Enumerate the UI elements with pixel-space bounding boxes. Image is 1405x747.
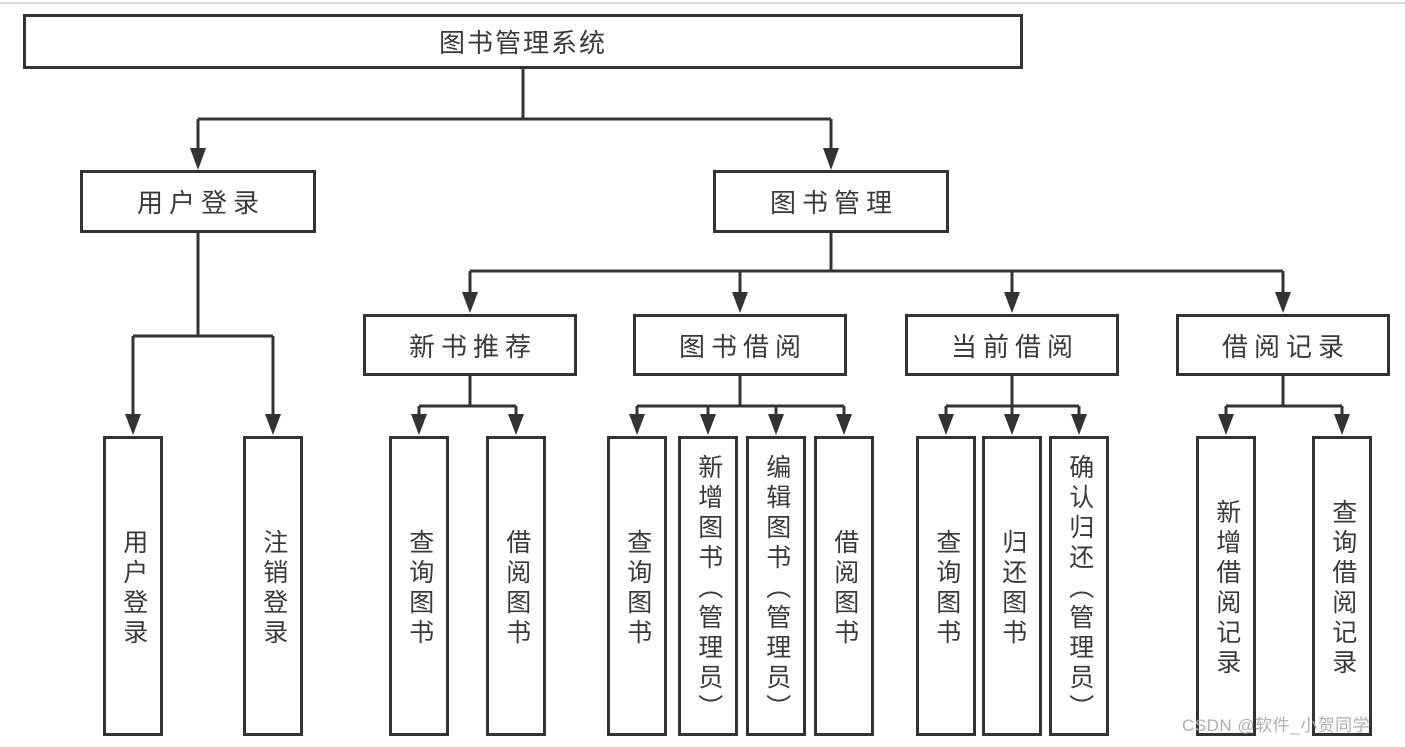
node-label: 当前借阅 — [950, 331, 1079, 362]
csdn-watermark: CSDN @软件_小贺同学 — [1182, 716, 1371, 735]
node-label: 查询图书 — [405, 528, 434, 649]
node-label: 注销登录 — [259, 528, 288, 649]
leaf-query-books-recommend: 查询图书 — [389, 436, 449, 736]
leaf-add-borrow-record: 新增借阅记录 — [1196, 436, 1256, 736]
node-label: 查询图书 — [932, 528, 961, 649]
leaf-query-books-current: 查询图书 — [916, 436, 976, 736]
node-library-management-system: 图书管理系统 — [23, 14, 1023, 69]
node-label: 新增借阅记录 — [1212, 498, 1241, 679]
leaf-add-books-admin: 新增图书（管理员） — [678, 436, 738, 736]
leaf-return-books: 归还图书 — [982, 436, 1042, 736]
leaf-logout: 注销登录 — [243, 436, 303, 736]
leaf-borrow-books: 借阅图书 — [814, 436, 874, 736]
node-label: 图书借阅 — [678, 331, 807, 362]
node-book-borrow: 图书借阅 — [633, 314, 847, 376]
node-current-borrow: 当前借阅 — [905, 314, 1119, 376]
node-label: 图书管理系统 — [438, 28, 607, 58]
node-label: 新书推荐 — [408, 331, 537, 362]
node-label: 图书管理 — [769, 188, 898, 218]
node-label: 查询借阅记录 — [1328, 498, 1357, 679]
node-label: 查询图书 — [623, 528, 652, 649]
node-borrow-records: 借阅记录 — [1176, 314, 1390, 376]
node-label: 借阅记录 — [1221, 331, 1350, 362]
leaf-edit-books-admin: 编辑图书（管理员） — [746, 436, 806, 736]
node-label: 新增图书（管理员） — [694, 453, 723, 724]
node-label: 借阅图书 — [502, 528, 531, 649]
node-label: 确认归还（管理员） — [1065, 453, 1094, 724]
node-user-login-branch: 用户登录 — [80, 170, 316, 233]
leaf-query-books-borrow: 查询图书 — [607, 436, 667, 736]
node-label: 用户登录 — [119, 528, 148, 649]
node-label: 归还图书 — [998, 528, 1027, 649]
leaf-user-login: 用户登录 — [103, 436, 163, 736]
node-label: 借阅图书 — [830, 528, 859, 649]
node-label: 用户登录 — [136, 188, 265, 218]
node-book-management-branch: 图书管理 — [713, 170, 949, 233]
node-new-book-recommend: 新书推荐 — [363, 314, 577, 376]
leaf-borrow-books-recommend: 借阅图书 — [486, 436, 546, 736]
leaf-query-borrow-record: 查询借阅记录 — [1312, 436, 1372, 736]
top-edge-divider — [0, 2, 1405, 4]
node-label: 编辑图书（管理员） — [762, 453, 791, 724]
leaf-confirm-return-admin: 确认归还（管理员） — [1049, 436, 1109, 736]
